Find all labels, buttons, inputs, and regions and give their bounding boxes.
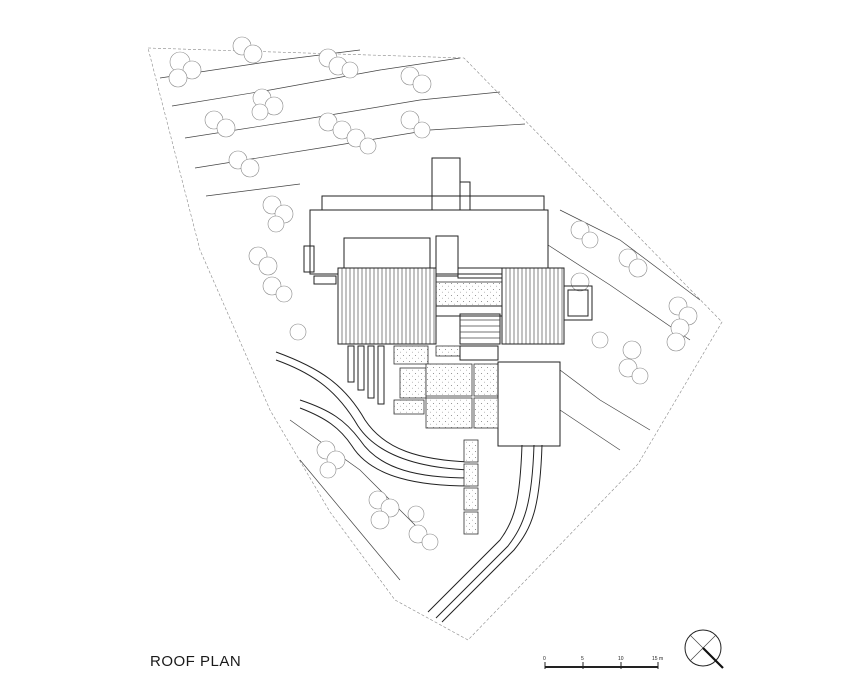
scale-bar: 0 5 10 15 m bbox=[543, 656, 663, 669]
scale-tick-5: 5 bbox=[581, 656, 584, 662]
roof-west bbox=[337, 267, 437, 345]
trees bbox=[168, 36, 698, 551]
scale-tick-0: 0 bbox=[543, 656, 546, 662]
scale-tick-15: 15 m bbox=[652, 656, 663, 662]
drawing-title: ROOF PLAN bbox=[150, 653, 242, 670]
building bbox=[303, 157, 593, 535]
roof-east bbox=[501, 267, 565, 345]
curved-paths bbox=[275, 351, 543, 623]
north-arrow-icon bbox=[684, 629, 724, 669]
scale-tick-10: 10 bbox=[618, 656, 624, 662]
pergola bbox=[347, 345, 385, 405]
site-boundary bbox=[147, 47, 723, 641]
contour-lines bbox=[159, 49, 701, 581]
stairs bbox=[459, 313, 501, 345]
